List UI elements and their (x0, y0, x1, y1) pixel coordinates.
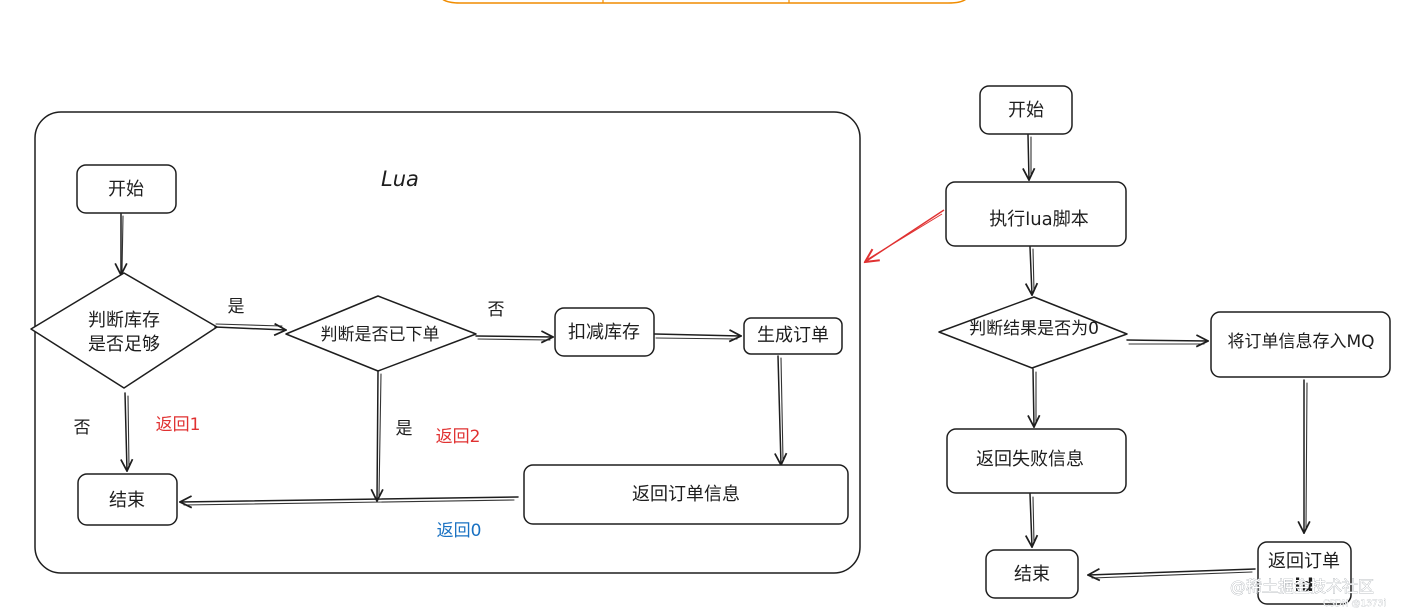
arrow-ordered-yes-sketch (378, 373, 382, 497)
arrow-return-info-to-end-sketch (183, 499, 515, 506)
arrow-stock-no (125, 392, 127, 471)
label-return1: 返回1 (156, 415, 201, 435)
save-mq-box (1210, 311, 1391, 378)
return-order-id-box (1257, 541, 1352, 605)
arrow-ordered-yes (377, 370, 378, 501)
arrow-fail-to-end-sketch (1032, 496, 1035, 544)
main-end-label: 结束 (1014, 564, 1050, 585)
judge-result-label: 判断结果是否为0 (969, 319, 1099, 339)
top-partial-box (442, 0, 966, 4)
create-order-box (743, 317, 843, 355)
label-no-2: 否 (488, 300, 505, 320)
run-lua-label: 执行lua脚本 (989, 209, 1088, 230)
arrow-ordered-no-sketch (477, 338, 551, 341)
arrow-return-id-to-end-sketch (1091, 571, 1253, 579)
return-order-id-label-line1: 返回订单 (1268, 551, 1340, 572)
main-start-box (979, 85, 1073, 135)
arrow-lua-to-judge-sketch (1032, 248, 1035, 292)
arrow-return-info-to-end (180, 497, 519, 502)
arrow-fail-to-end (1030, 493, 1032, 547)
lua-start-box (76, 164, 177, 214)
lua-end-box (77, 473, 178, 526)
red-link-arrow-sketch (867, 213, 943, 260)
arrow-stock-yes-sketch (215, 323, 283, 327)
lua-end-label: 结束 (109, 490, 145, 511)
label-return2: 返回2 (436, 427, 481, 447)
return-fail-label: 返回失败信息 (976, 449, 1084, 470)
arrow-create-to-return-info (778, 355, 781, 465)
main-start-label: 开始 (1008, 100, 1044, 121)
deduct-stock-box (554, 307, 655, 357)
arrow-judge-to-fail (1033, 368, 1034, 427)
arrow-deduct-to-create-sketch (655, 337, 738, 340)
lua-title: Lua (381, 167, 419, 191)
deduct-stock-label: 扣减库存 (568, 322, 640, 343)
label-no-1: 否 (74, 418, 91, 438)
arrow-stock-no-sketch (127, 395, 130, 468)
watermark-author: CSDN @1373i (1323, 599, 1386, 609)
label-yes-1: 是 (228, 297, 245, 317)
create-order-label: 生成订单 (757, 325, 829, 346)
return-order-info-label: 返回订单信息 (632, 484, 740, 505)
arrow-stock-yes (214, 327, 286, 330)
arrow-lua-start-to-check-sketch (121, 215, 124, 273)
check-stock-label-line1: 判断库存 (88, 310, 160, 331)
watermark-site: @稀土掘金技术社区 (1230, 577, 1374, 596)
arrow-return-id-to-end (1088, 569, 1256, 575)
arrow-deduct-to-create (654, 334, 741, 336)
return-fail-box (946, 428, 1127, 494)
arrow-main-start-to-lua (1028, 134, 1029, 180)
arrow-lua-to-judge (1030, 246, 1032, 295)
run-lua-box (945, 181, 1127, 247)
lua-start-label: 开始 (108, 179, 144, 200)
judge-result-diamond (938, 296, 1128, 369)
main-end-box (985, 549, 1079, 599)
return-order-id-label-line2: id (1294, 575, 1313, 596)
label-yes-2: 是 (396, 419, 413, 439)
arrow-mq-to-return-id-sketch (1305, 382, 1308, 529)
check-ordered-label: 判断是否已下单 (321, 325, 440, 345)
arrow-create-to-return-info-sketch (780, 357, 784, 461)
lua-container (34, 111, 861, 574)
label-return0: 返回0 (437, 521, 482, 541)
arrow-judge-to-mq (1126, 340, 1208, 341)
check-stock-diamond (30, 272, 218, 389)
return-order-info-box (523, 464, 849, 525)
save-mq-label: 将订单信息存入MQ (1227, 332, 1374, 352)
arrow-ordered-no (475, 336, 553, 337)
check-stock-label-line2: 是否足够 (88, 334, 160, 355)
